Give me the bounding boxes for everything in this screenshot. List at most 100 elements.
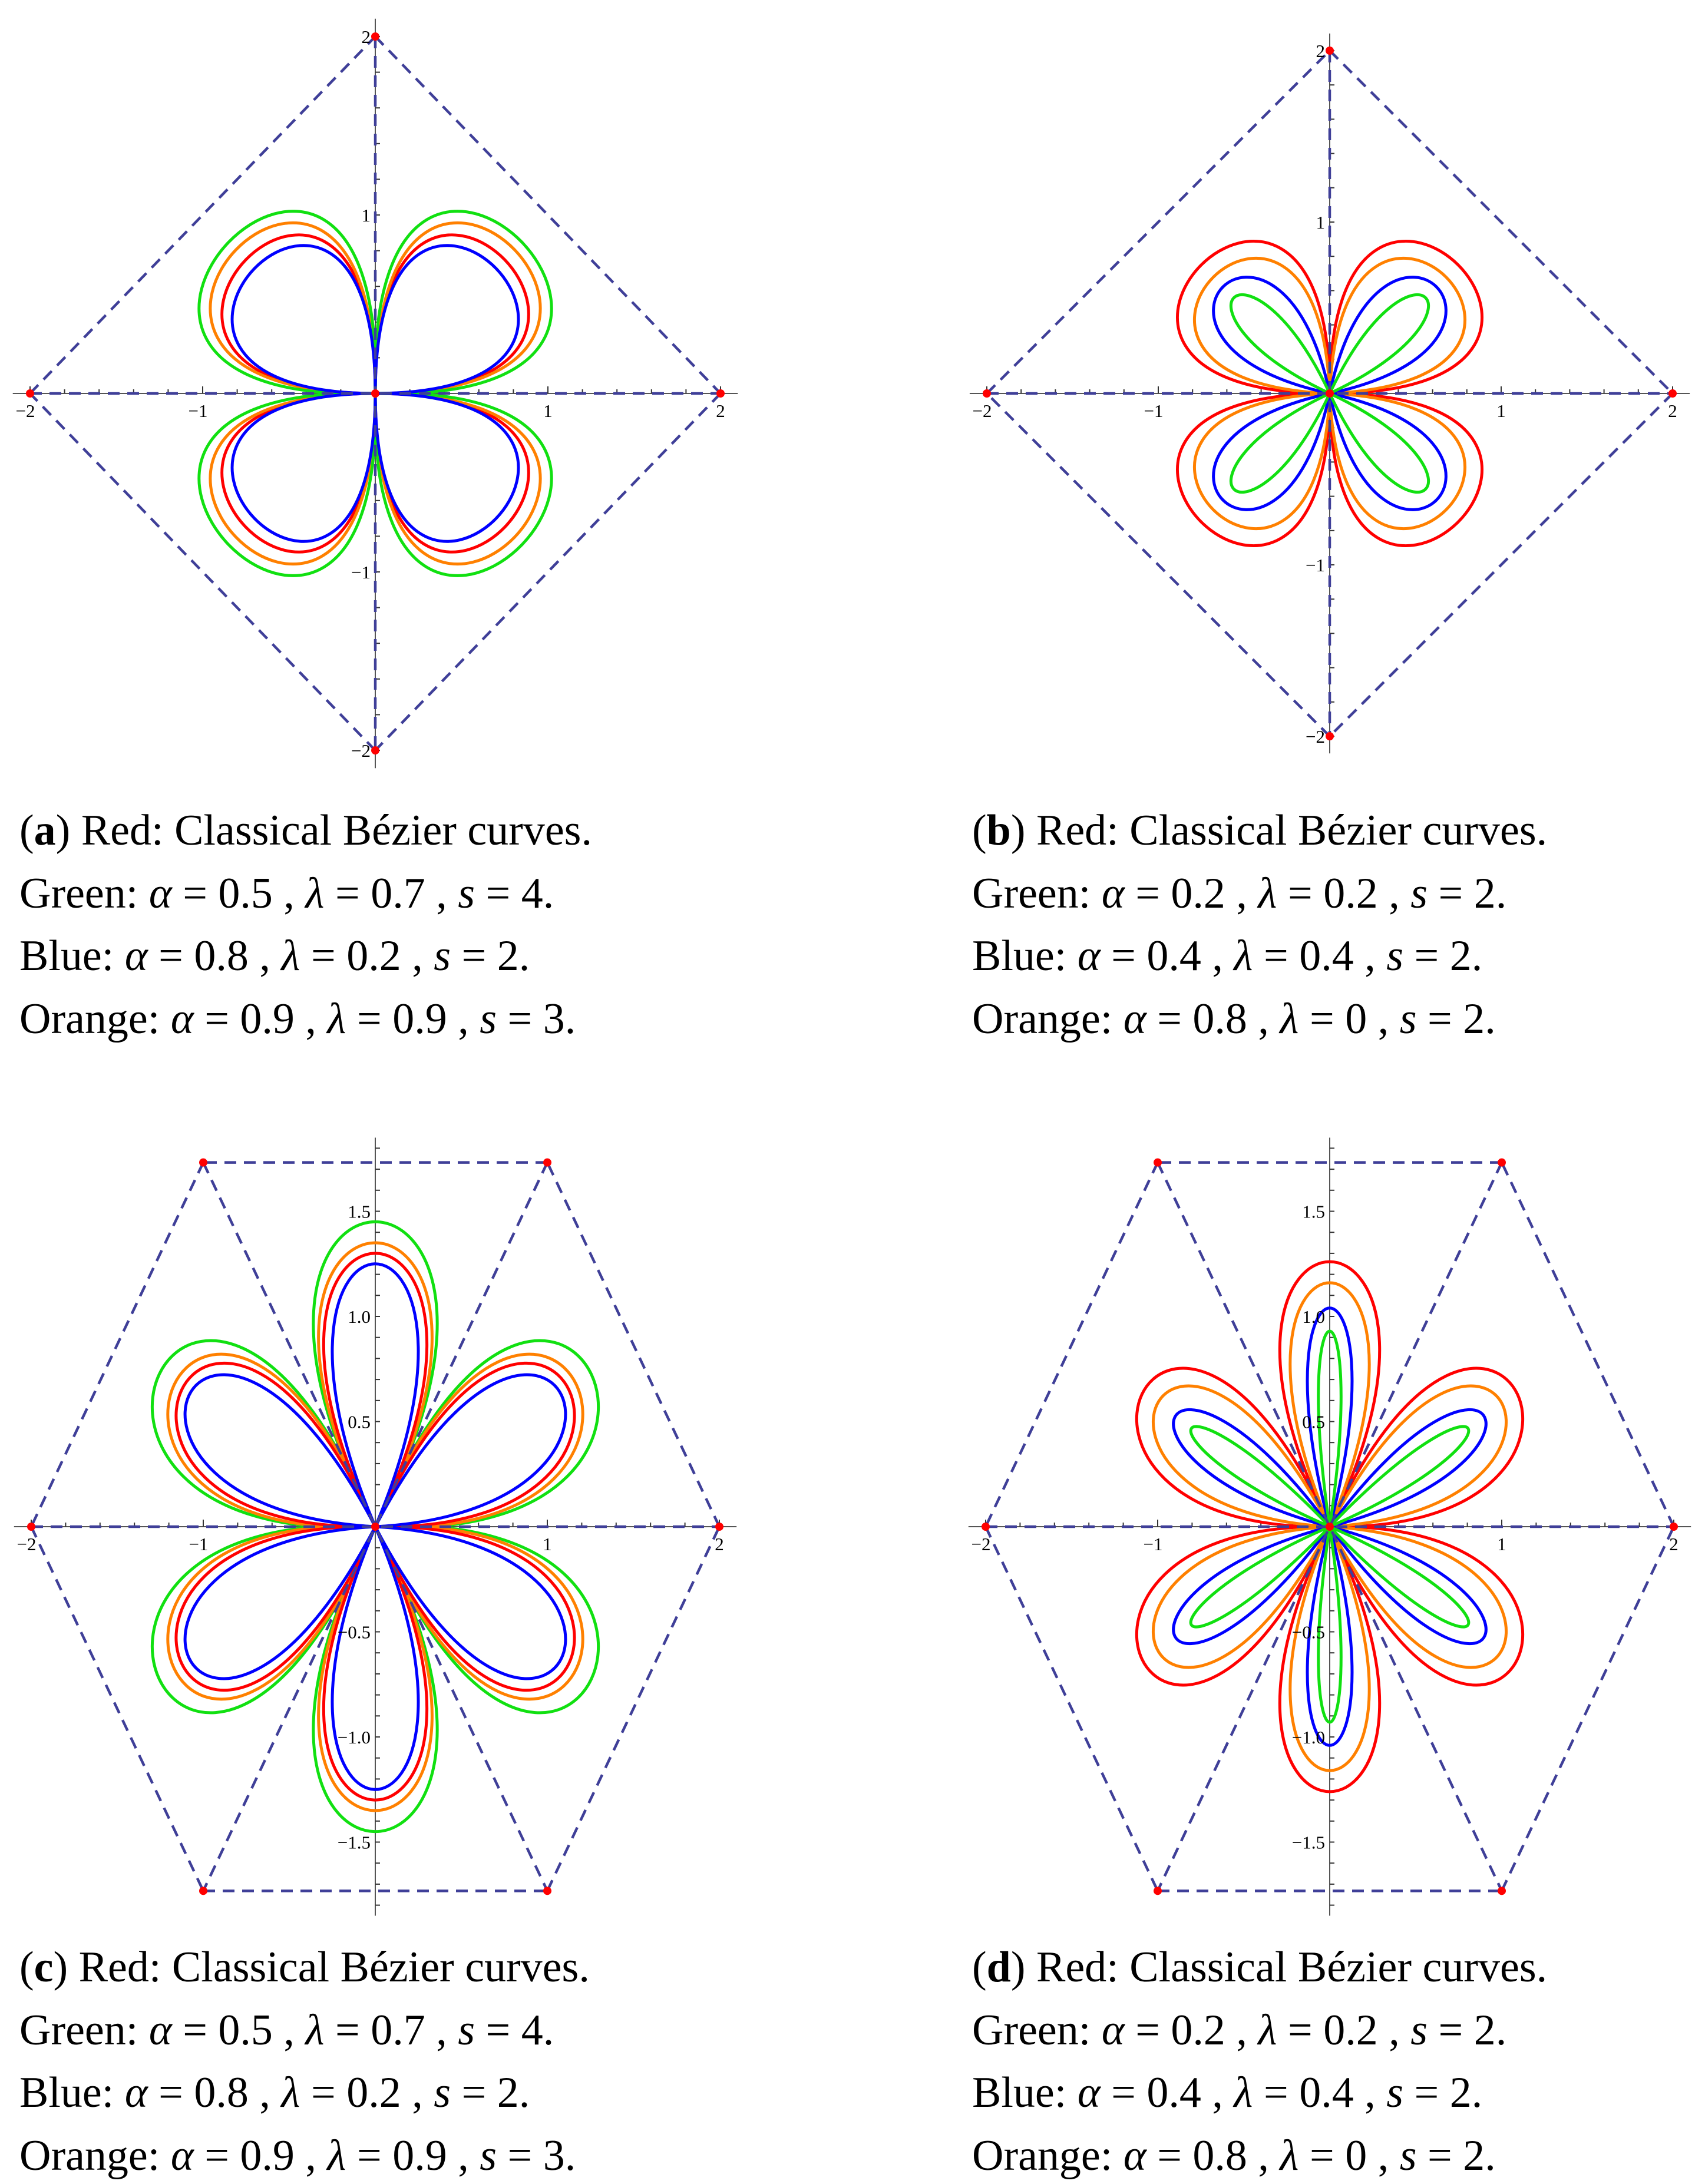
curve-blue-petal	[1172, 1408, 1331, 1528]
separator: ,	[425, 869, 458, 918]
curve-blue-petal	[1328, 276, 1448, 395]
curve-orange-petal	[1288, 1526, 1371, 1772]
s-value: 3	[543, 994, 565, 1043]
curve-green-petal	[374, 210, 553, 395]
period: .	[1485, 994, 1496, 1043]
curve-blue-petal	[374, 392, 520, 543]
caption-parameter-line: Green: α = 0.5 , λ = 0.7 , s = 4.	[19, 2008, 554, 2052]
equals: =	[1428, 869, 1474, 918]
s-value: 2	[1473, 869, 1496, 918]
y-tick-label: 1.5	[1302, 1202, 1325, 1222]
y-tick-label: −2	[351, 740, 371, 761]
period: .	[518, 2069, 530, 2117]
series-name: Orange:	[19, 994, 171, 1043]
series-name: Orange:	[19, 2131, 171, 2180]
equals: =	[193, 2131, 240, 2180]
separator: ,	[1353, 2069, 1387, 2117]
curve-orange-petal	[374, 392, 542, 566]
caption-parameter-line: Blue: α = 0.8 , λ = 0.2 , s = 2.	[19, 2071, 530, 2114]
equals: =	[1416, 994, 1463, 1043]
control-polygon-edge	[29, 392, 376, 752]
control-point	[1326, 732, 1334, 740]
alpha-symbol: α	[124, 2069, 148, 2117]
alpha-symbol: α	[148, 869, 172, 918]
curve-orange-petal	[374, 221, 542, 395]
control-point	[371, 389, 379, 398]
s-symbol: s	[1410, 2006, 1428, 2054]
control-polygon-edge	[1156, 1162, 1504, 1892]
caption-parameter-line: Green: α = 0.5 , λ = 0.7 , s = 4.	[19, 872, 554, 915]
lambda-symbol: λ	[327, 2131, 346, 2180]
s-symbol: s	[1386, 2069, 1404, 2117]
curve-orange-petal	[374, 1352, 584, 1529]
separator: ,	[248, 932, 282, 980]
control-point	[1326, 1523, 1334, 1531]
caption-parameter-line: Orange: α = 0.9 , λ = 0.9 , s = 3.	[19, 2134, 576, 2178]
curve-green-petal	[1230, 293, 1331, 395]
curve-blue-petal	[374, 1373, 567, 1528]
series-name: Green:	[972, 2006, 1102, 2054]
equals: =	[193, 994, 240, 1043]
control-point	[983, 389, 991, 398]
control-polygon-edge	[1329, 49, 1674, 395]
separator: ,	[1247, 2131, 1280, 2180]
separator: ,	[1201, 2069, 1234, 2117]
s-value: 4	[521, 869, 543, 918]
lambda-symbol: λ	[281, 2069, 300, 2117]
curve-blue-petal	[331, 1262, 420, 1527]
control-point	[543, 1887, 551, 1895]
control-point	[543, 1158, 551, 1167]
y-tick-label: 1.0	[348, 1306, 371, 1327]
separator: ,	[1353, 932, 1387, 980]
equals: =	[475, 2006, 521, 2054]
equals: =	[1403, 932, 1450, 980]
control-point	[26, 389, 34, 398]
lambda-symbol: λ	[281, 932, 300, 980]
alpha-value: 0.4	[1146, 932, 1201, 980]
equals: =	[1277, 869, 1324, 918]
curve-green-petal	[1317, 1329, 1343, 1527]
control-polygon-edge	[1500, 1162, 1676, 1527]
curve-red-petal	[1176, 392, 1331, 547]
separator: ,	[401, 932, 434, 980]
equals: =	[1403, 2069, 1450, 2117]
curve-red-petal	[322, 1526, 428, 1802]
lambda-symbol: λ	[1280, 2131, 1299, 2180]
caption-parameter-line: Green: α = 0.2 , λ = 0.2 , s = 2.	[972, 872, 1506, 915]
control-point	[1670, 1523, 1678, 1531]
separator: ,	[447, 994, 480, 1043]
control-polygon-edge	[201, 1162, 549, 1892]
x-tick-label: −2	[973, 401, 992, 421]
lambda-value: 0.7	[371, 869, 425, 918]
equals: =	[1277, 2006, 1324, 2054]
x-tick-label: −1	[1144, 401, 1164, 421]
y-tick-label: 0.5	[348, 1412, 371, 1432]
curve-red-petal	[1328, 392, 1483, 547]
caption-parameter-line: Blue: α = 0.4 , λ = 0.4 , s = 2.	[972, 934, 1482, 978]
s-symbol: s	[434, 2069, 451, 2117]
caption-parameter-line: Orange: α = 0.8 , λ = 0 , s = 2.	[972, 997, 1496, 1041]
curve-red-petal	[174, 1525, 377, 1692]
s-symbol: s	[1410, 869, 1428, 918]
curve-green-petal	[312, 1220, 439, 1528]
equals: =	[147, 2069, 194, 2117]
curve-orange-petal	[1152, 1525, 1331, 1669]
alpha-symbol: α	[170, 2131, 194, 2180]
equals: =	[300, 2069, 347, 2117]
curve-orange-petal	[1193, 257, 1331, 395]
alpha-value: 0.9	[240, 994, 295, 1043]
s-value: 3	[543, 2131, 565, 2180]
curve-red-petal	[374, 1361, 576, 1528]
lambda-symbol: λ	[1234, 2069, 1253, 2117]
curve-orange-petal	[1328, 392, 1466, 530]
equals: =	[171, 2006, 219, 2054]
series-name: Green:	[19, 2006, 149, 2054]
curve-orange-petal	[1152, 1384, 1331, 1528]
alpha-symbol: α	[1123, 2131, 1146, 2180]
control-point	[371, 1523, 379, 1531]
curve-green-petal	[150, 1524, 377, 1715]
lambda-symbol: λ	[1234, 932, 1253, 980]
lambda-symbol: λ	[1280, 994, 1299, 1043]
curve-green-petal	[374, 1524, 600, 1715]
